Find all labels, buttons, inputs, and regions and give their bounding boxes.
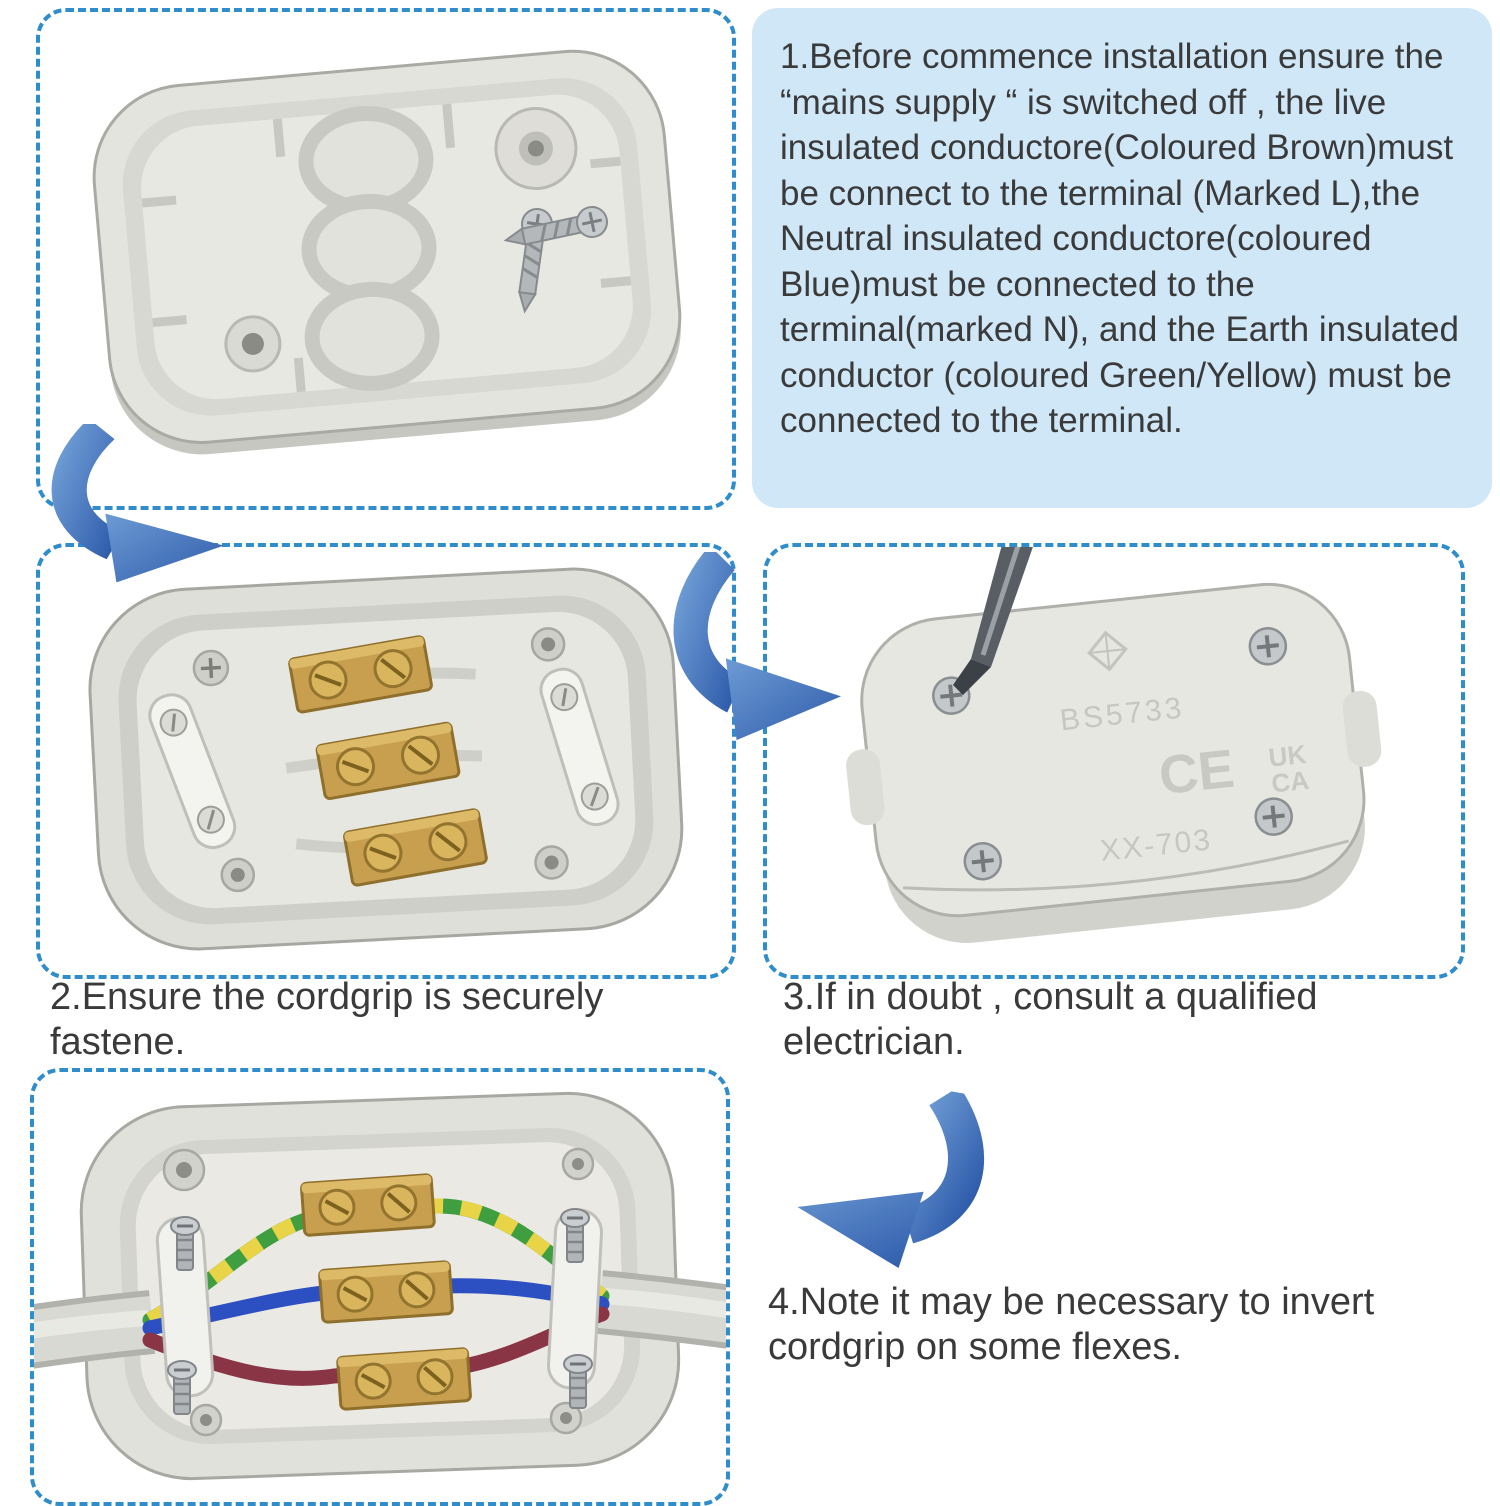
- step1-instructions: 1.Before commence installation ensure th…: [752, 8, 1492, 508]
- clamp-screw-icon: [563, 1354, 593, 1409]
- junction-box-cover: [92, 49, 682, 455]
- screw-boss: [494, 107, 578, 191]
- assembled-box-illustration: BS5733 CE UK CA XX-703: [846, 547, 1382, 943]
- step2-caption: 2.Ensure the cordgrip is securely fasten…: [50, 976, 604, 1063]
- junction-box-cover-illustration: [92, 49, 682, 455]
- clamp-screw-icon: [170, 1216, 200, 1271]
- screw-hole: [224, 315, 282, 373]
- figure-cover-panel: [36, 8, 736, 510]
- phillips-screw-icon: [1254, 797, 1293, 836]
- cord-clamp-right: [539, 667, 620, 827]
- ukca-marking-bottom: CA: [1270, 765, 1311, 799]
- step4-caption: 4.Note it may be necessary to invert cor…: [768, 1281, 1375, 1368]
- figure-wired-panel: [30, 1068, 730, 1506]
- step3-caption: 3.If in doubt , consult a qualified elec…: [783, 976, 1318, 1063]
- phillips-screw-icon: [1248, 627, 1288, 666]
- junction-box-base-illustration: [88, 567, 684, 951]
- brass-terminal-blocks: [288, 635, 488, 887]
- cable-oval-recesses: [298, 105, 440, 391]
- screw-icon: [503, 206, 608, 246]
- cord-clamp-left: [148, 693, 237, 850]
- corner-screw-post: [192, 649, 230, 687]
- wire-earth-yellow-stripe: [146, 1198, 607, 1327]
- clamp-screw-icon: [167, 1360, 197, 1415]
- curved-arrow-icon: [48, 424, 233, 584]
- screwdriver-icon: [953, 547, 1033, 695]
- figure-base-panel: [36, 543, 736, 979]
- diamond-logo-icon: [1087, 630, 1128, 672]
- phillips-screw-icon: [963, 842, 1003, 881]
- curved-arrow-icon: [670, 552, 850, 742]
- cable-left: [34, 1290, 156, 1369]
- ukca-marking-top: UK: [1267, 739, 1308, 773]
- wired-box-illustration: [34, 1091, 726, 1481]
- figure-back-panel: BS5733 CE UK CA XX-703: [763, 543, 1465, 979]
- clamp-screw-icon: [560, 1208, 590, 1263]
- curved-arrow-icon: [780, 1067, 999, 1282]
- cable-right: [597, 1270, 726, 1349]
- brass-terminal-blocks: [300, 1173, 472, 1411]
- ce-marking: CE: [1156, 739, 1237, 807]
